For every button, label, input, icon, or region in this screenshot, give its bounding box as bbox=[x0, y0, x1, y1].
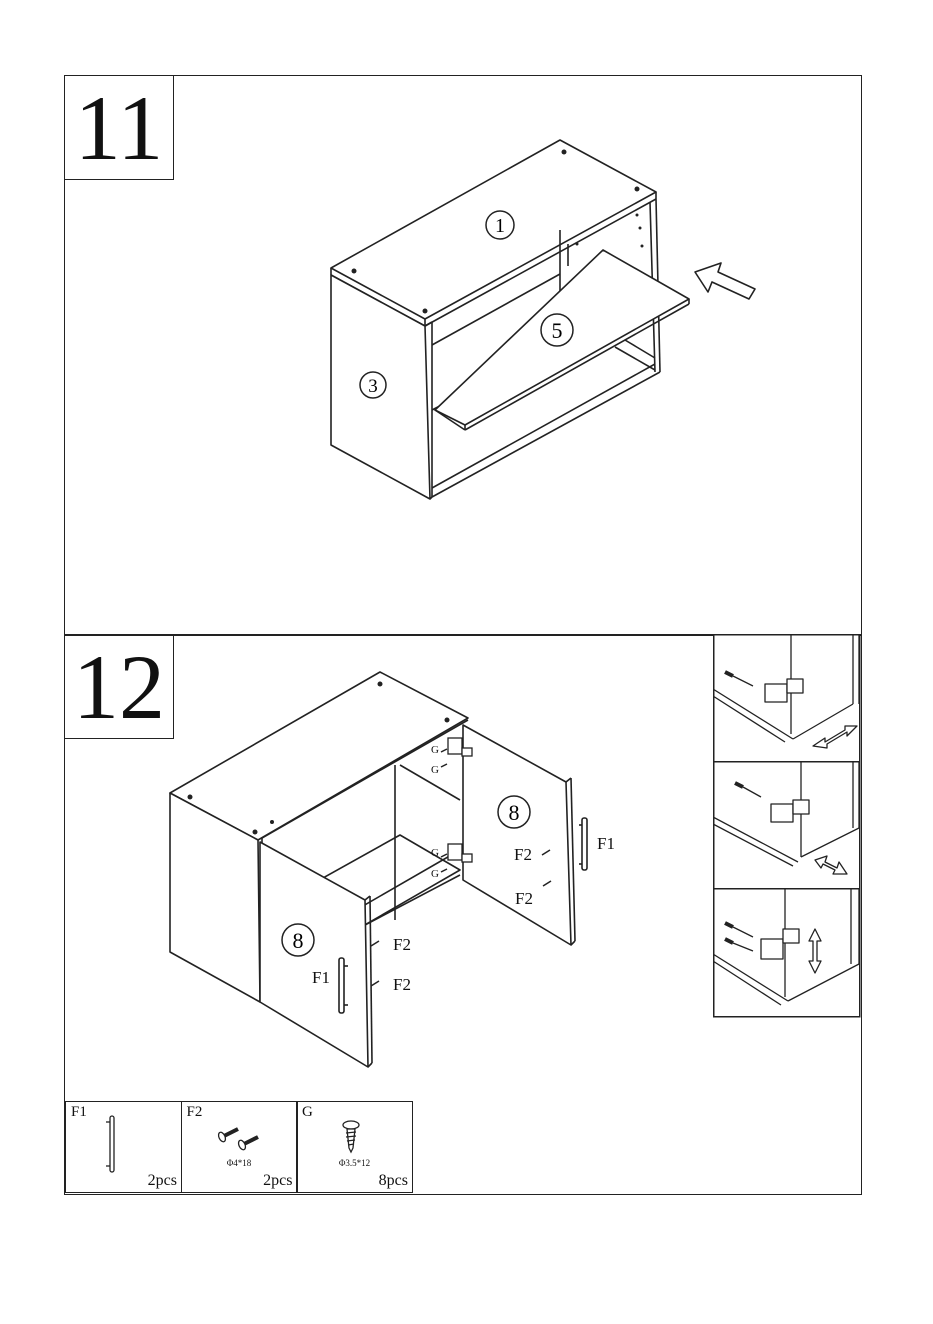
hinge-top-icon bbox=[448, 738, 462, 754]
part-quantity: 2pcs bbox=[263, 1172, 292, 1190]
insert-arrow-icon bbox=[695, 263, 755, 299]
svg-text:5: 5 bbox=[552, 318, 563, 343]
label-handle-right: F1 bbox=[597, 834, 615, 853]
cabinet-top-panel bbox=[170, 672, 468, 840]
label-screw: F2 bbox=[515, 889, 533, 908]
part-spec: Φ4*18 bbox=[182, 1158, 297, 1168]
label-handle-left: F1 bbox=[312, 968, 330, 987]
label-screw: F2 bbox=[514, 845, 532, 864]
label-hinge-screw: G bbox=[431, 764, 439, 776]
part-f2: F2 Φ4*18 2pcs bbox=[181, 1101, 298, 1193]
svg-text:1: 1 bbox=[495, 215, 505, 237]
hinge-bottom-icon bbox=[448, 844, 462, 860]
part-g: G Φ3.5*12 8pcs bbox=[296, 1101, 413, 1193]
label-top-panel: 1 bbox=[486, 211, 514, 239]
part-quantity: 8pcs bbox=[379, 1172, 408, 1190]
label-hinge-screw: G bbox=[431, 744, 439, 756]
svg-text:3: 3 bbox=[368, 376, 378, 397]
label-hinge-screw: G bbox=[431, 847, 439, 859]
label-screw: F2 bbox=[393, 935, 411, 954]
svg-text:8: 8 bbox=[293, 928, 304, 953]
label-side-panel: 3 bbox=[360, 372, 386, 398]
part-quantity: 2pcs bbox=[148, 1172, 177, 1190]
hinge-adjustment-insets bbox=[713, 634, 861, 1018]
handle-right-icon bbox=[582, 818, 587, 870]
label-door-left: 8 bbox=[282, 924, 314, 956]
step-11-illustration: 1 5 3 bbox=[0, 0, 933, 640]
label-door-right: 8 bbox=[498, 796, 530, 828]
handle-left-icon bbox=[339, 958, 344, 1013]
parts-list: F1 2pcs F2 Φ4*18 2pcs G bbox=[65, 1101, 413, 1193]
part-f1: F1 2pcs bbox=[65, 1101, 182, 1193]
svg-text:8: 8 bbox=[509, 800, 520, 825]
door-right bbox=[463, 725, 571, 945]
label-hinge-screw: G bbox=[431, 868, 439, 880]
label-shelf: 5 bbox=[541, 314, 573, 346]
part-spec: Φ3.5*12 bbox=[297, 1158, 412, 1168]
label-screw: F2 bbox=[393, 975, 411, 994]
